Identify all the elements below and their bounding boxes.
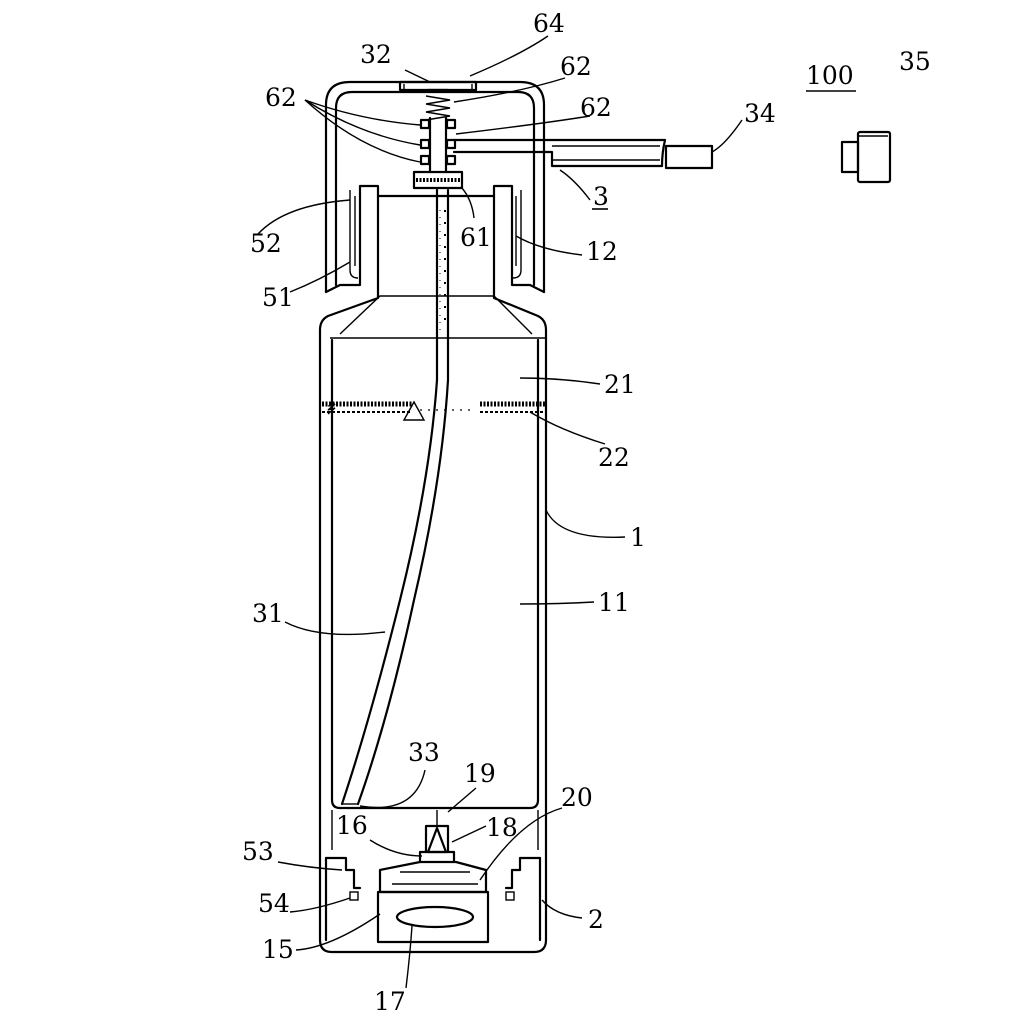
label-51: 51 [262, 283, 294, 312]
label-17: 17 [374, 987, 406, 1016]
dip-tube [340, 188, 450, 806]
label-62-left: 62 [265, 83, 297, 112]
label-16: 16 [336, 811, 368, 840]
label-3: 3 [593, 182, 609, 211]
label-33: 33 [408, 738, 440, 767]
reference-labels: 64 32 62 62 62 100 35 34 3 61 52 12 51 2… [242, 9, 931, 1016]
label-100: 100 [806, 61, 854, 90]
label-11: 11 [598, 588, 630, 617]
label-31: 31 [252, 599, 284, 628]
label-22: 22 [598, 443, 630, 472]
label-15: 15 [262, 935, 294, 964]
label-32: 32 [360, 40, 392, 69]
valve-assembly [398, 80, 478, 190]
outlet-pipe [452, 138, 714, 170]
label-35: 35 [899, 47, 931, 76]
seam-line [322, 400, 546, 421]
label-34: 34 [744, 99, 776, 128]
label-62-right: 62 [580, 93, 612, 122]
label-21: 21 [604, 370, 636, 399]
label-12: 12 [586, 237, 618, 266]
label-61: 61 [460, 223, 492, 252]
label-62-right-top: 62 [560, 52, 592, 81]
bottom-base [324, 810, 542, 944]
remote-sensor [840, 130, 892, 184]
label-64: 64 [533, 9, 565, 38]
label-52: 52 [250, 229, 282, 258]
label-53: 53 [242, 837, 274, 866]
label-1: 1 [630, 523, 646, 552]
leader-lines [257, 35, 743, 989]
label-18: 18 [486, 813, 518, 842]
label-2: 2 [588, 905, 604, 934]
neck-gasket [349, 190, 522, 279]
label-54: 54 [258, 889, 290, 918]
label-19: 19 [464, 759, 496, 788]
label-20: 20 [561, 783, 593, 812]
